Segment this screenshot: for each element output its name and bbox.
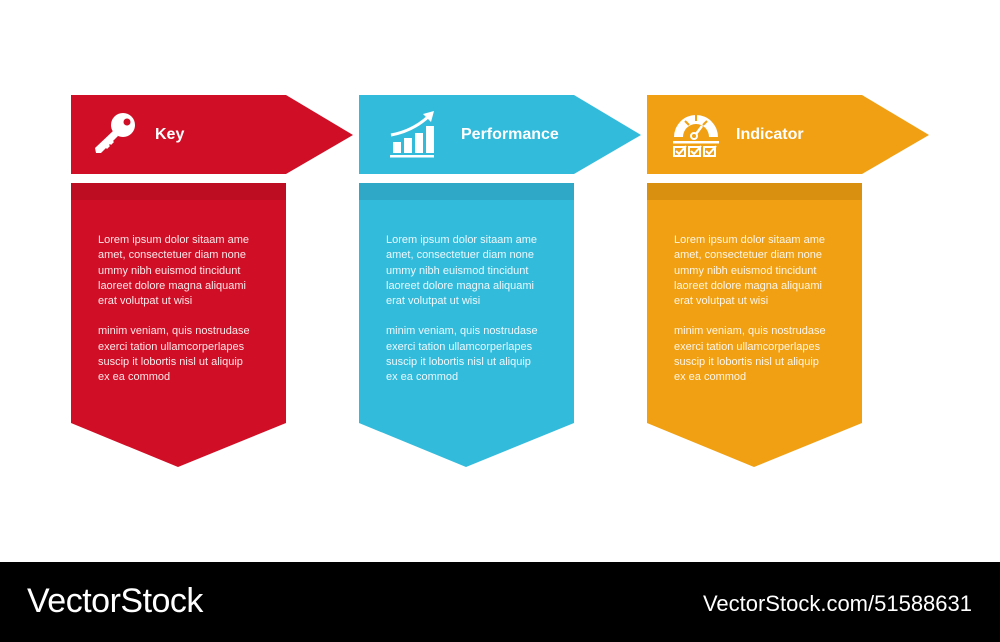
arrow-right-shape: [647, 95, 929, 174]
step-title: Performance: [461, 126, 559, 143]
description-paragraph-1: Lorem ipsum dolor sitaam ame amet, conse…: [98, 234, 250, 308]
step-description: Lorem ipsum dolor sitaam ame amet, conse…: [98, 233, 278, 401]
step-description: Lorem ipsum dolor sitaam ame amet, conse…: [386, 233, 566, 401]
image-reference: VectorStock.com/51588631: [702, 591, 972, 616]
description-paragraph-2: minim veniam, quis nostrudase exerci tat…: [386, 325, 538, 384]
arrow-down-shape: [647, 183, 862, 467]
description-paragraph-2: minim veniam, quis nostrudase exerci tat…: [98, 325, 250, 384]
step-header-key: Key: [71, 95, 353, 174]
arrow-down-shape: [359, 183, 574, 467]
step-description: Lorem ipsum dolor sitaam ame amet, conse…: [674, 233, 854, 401]
description-paragraph-1: Lorem ipsum dolor sitaam ame amet, conse…: [386, 234, 538, 308]
gauge-checklist-icon: [673, 115, 719, 157]
step-body-performance: Lorem ipsum dolor sitaam ame amet, conse…: [359, 183, 574, 468]
step-header-performance: Performance: [359, 95, 641, 174]
description-paragraph-1: Lorem ipsum dolor sitaam ame amet, conse…: [674, 234, 826, 308]
growth-chart-icon: [390, 111, 434, 158]
step-title: Key: [155, 126, 185, 143]
step-body-key: Lorem ipsum dolor sitaam ame amet, conse…: [71, 183, 286, 468]
arrow-right-shape: [71, 95, 353, 174]
key-icon: [95, 113, 135, 153]
step-title: Indicator: [736, 126, 804, 143]
step-body-indicator: Lorem ipsum dolor sitaam ame amet, conse…: [647, 183, 862, 468]
watermark-footer: VectorStock VectorStock.com/51588631: [0, 562, 1000, 642]
arrow-down-shape: [71, 183, 286, 467]
step-header-indicator: Indicator: [647, 95, 929, 174]
brand-logo: VectorStock: [27, 582, 203, 620]
description-paragraph-2: minim veniam, quis nostrudase exerci tat…: [674, 325, 826, 384]
